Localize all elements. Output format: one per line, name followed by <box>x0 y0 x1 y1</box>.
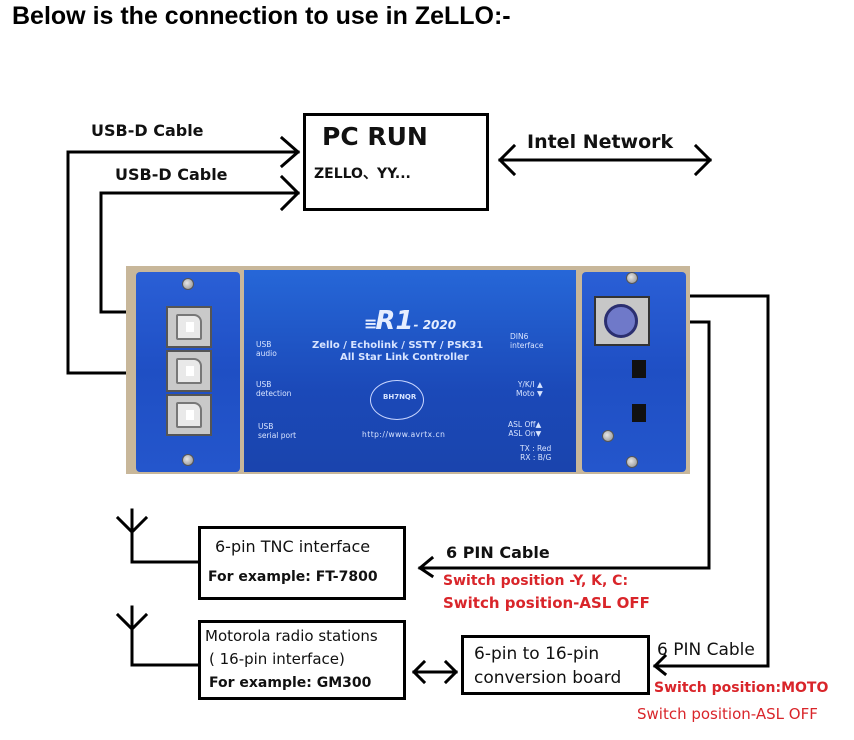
screw-icon <box>626 456 638 468</box>
motorola-line3: For example: GM300 <box>209 675 372 691</box>
din6-connector-icon <box>604 304 638 338</box>
device-logo: ≡R1- 2020 <box>364 306 457 336</box>
tnc-line2: For example: FT-7800 <box>208 569 378 585</box>
network-label: Intel Network <box>527 131 674 153</box>
conversion-line2: conversion board <box>474 668 622 688</box>
tnc-cable-arrowhead <box>417 555 435 579</box>
pc-run-software: ZELLO、YY... <box>314 166 411 182</box>
antenna-icon-1 <box>115 508 200 564</box>
label-switch-moto: Y/K/I ▲Moto ▼ <box>516 380 543 398</box>
pc-run-box: PC RUN ZELLO、YY... <box>303 113 489 211</box>
conversion-arrow-right <box>443 659 459 685</box>
conversion-line1: 6-pin to 16-pin <box>474 644 600 664</box>
din6-panel <box>582 272 686 472</box>
usb-port-audio <box>166 306 212 348</box>
stamp-callsign: BH7NQR <box>383 393 417 401</box>
usb-cable-2-line <box>99 191 300 314</box>
tnc-interface-box: 6-pin TNC interface For example: FT-7800 <box>198 526 406 600</box>
motorola-line2: ( 16-pin interface) <box>209 650 345 668</box>
conversion-board-box: 6-pin to 16-pin conversion board <box>461 635 650 695</box>
screw-icon <box>182 454 194 466</box>
moto-cable-line <box>653 294 770 668</box>
tnc-switch-note-1: Switch position -Y, K, C: <box>443 573 629 589</box>
device-url: http://www.avrtx.cn <box>362 430 446 439</box>
pc-run-heading: PC RUN <box>322 122 428 151</box>
moto-switch-note-1: Switch position:MOTO <box>654 680 829 696</box>
screw-icon <box>626 272 638 284</box>
switch-moto-slot <box>632 360 646 378</box>
usb-port-detection <box>166 350 212 392</box>
usb-panel <box>136 272 240 472</box>
controller-front-panel: ≡R1- 2020 Zello / Echolink / SSTY / PSK3… <box>244 270 576 472</box>
usb-cable-2-label: USB-D Cable <box>115 165 228 184</box>
led-indicator <box>602 430 614 442</box>
device-photo: ≡R1- 2020 Zello / Echolink / SSTY / PSK3… <box>126 266 690 474</box>
screw-icon <box>182 278 194 290</box>
usb-port-serial <box>166 394 212 436</box>
page-title: Below is the connection to use in ZeLLO:… <box>12 2 511 30</box>
tnc-cable-line <box>418 320 711 570</box>
din6-socket <box>594 296 650 346</box>
network-arrow-left <box>497 143 517 177</box>
motorola-line1: Motorola radio stations <box>205 627 378 645</box>
antenna-icon-2 <box>115 605 200 667</box>
logo-speed-icon: ≡ <box>364 314 377 333</box>
device-modes: Zello / Echolink / SSTY / PSK31 <box>312 340 484 351</box>
moto-switch-note-2: Switch position-ASL OFF <box>637 705 818 723</box>
usb-cable-2-arrowhead <box>279 174 301 212</box>
motorola-box: Motorola radio stations ( 16-pin interfa… <box>198 620 406 700</box>
label-switch-asl: ASL Off▲ASL On▼ <box>508 420 542 438</box>
switch-asl-slot <box>632 404 646 422</box>
moto-cable-label: 6 PIN Cable <box>657 640 755 660</box>
network-arrow-right <box>693 143 713 177</box>
stamp-seal-icon: BH7NQR <box>370 380 424 420</box>
tnc-cable-label: 6 PIN Cable <box>446 543 550 562</box>
conversion-arrow-left <box>411 659 427 685</box>
tnc-switch-note-2: Switch position-ASL OFF <box>443 594 650 612</box>
moto-cable-arrowhead <box>652 653 668 677</box>
usb-cable-1-label: USB-D Cable <box>91 121 204 140</box>
usb-cable-1-line <box>66 150 300 375</box>
device-subtitle: All Star Link Controller <box>340 352 469 363</box>
tnc-line1: 6-pin TNC interface <box>215 537 371 556</box>
usb-cable-1-arrowhead <box>279 135 301 169</box>
